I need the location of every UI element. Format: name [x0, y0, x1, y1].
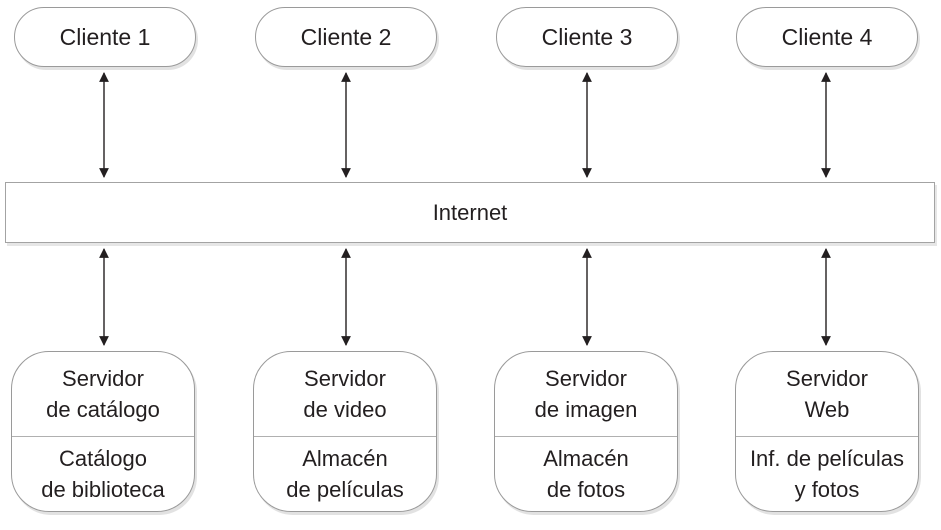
server-node-image: Servidor de imagen Almacén de fotos: [494, 351, 678, 512]
client-node-2: Cliente 2: [255, 7, 437, 67]
client-node-3: Cliente 3: [496, 7, 678, 67]
server-divider: [736, 436, 918, 437]
client-label: Cliente 1: [59, 23, 151, 50]
client-node-1: Cliente 1: [14, 7, 196, 67]
server-store: Almacén de fotos: [543, 446, 629, 502]
server-name: Servidor de imagen: [534, 365, 638, 422]
server-store: Almacén de películas: [286, 446, 404, 502]
server-node-web: Servidor Web Inf. de películas y fotos: [735, 351, 919, 512]
server-name: Servidor Web: [786, 365, 868, 422]
server-store: Catálogo de biblioteca: [41, 446, 165, 502]
client-label: Cliente 3: [541, 23, 633, 50]
server-name: Servidor de catálogo: [46, 365, 160, 422]
server-node-catalog: Servidor de catálogo Catálogo de bibliot…: [11, 351, 195, 512]
internet-bar: Internet: [5, 182, 935, 243]
server-store: Inf. de películas y fotos: [749, 446, 905, 502]
client-label: Cliente 4: [781, 23, 873, 50]
server-divider: [495, 436, 677, 437]
internet-label: Internet: [432, 199, 508, 225]
client-node-4: Cliente 4: [736, 7, 918, 67]
server-divider: [12, 436, 194, 437]
server-divider: [254, 436, 436, 437]
server-name: Servidor de video: [303, 365, 387, 422]
server-node-video: Servidor de video Almacén de películas: [253, 351, 437, 512]
client-label: Cliente 2: [300, 23, 392, 50]
